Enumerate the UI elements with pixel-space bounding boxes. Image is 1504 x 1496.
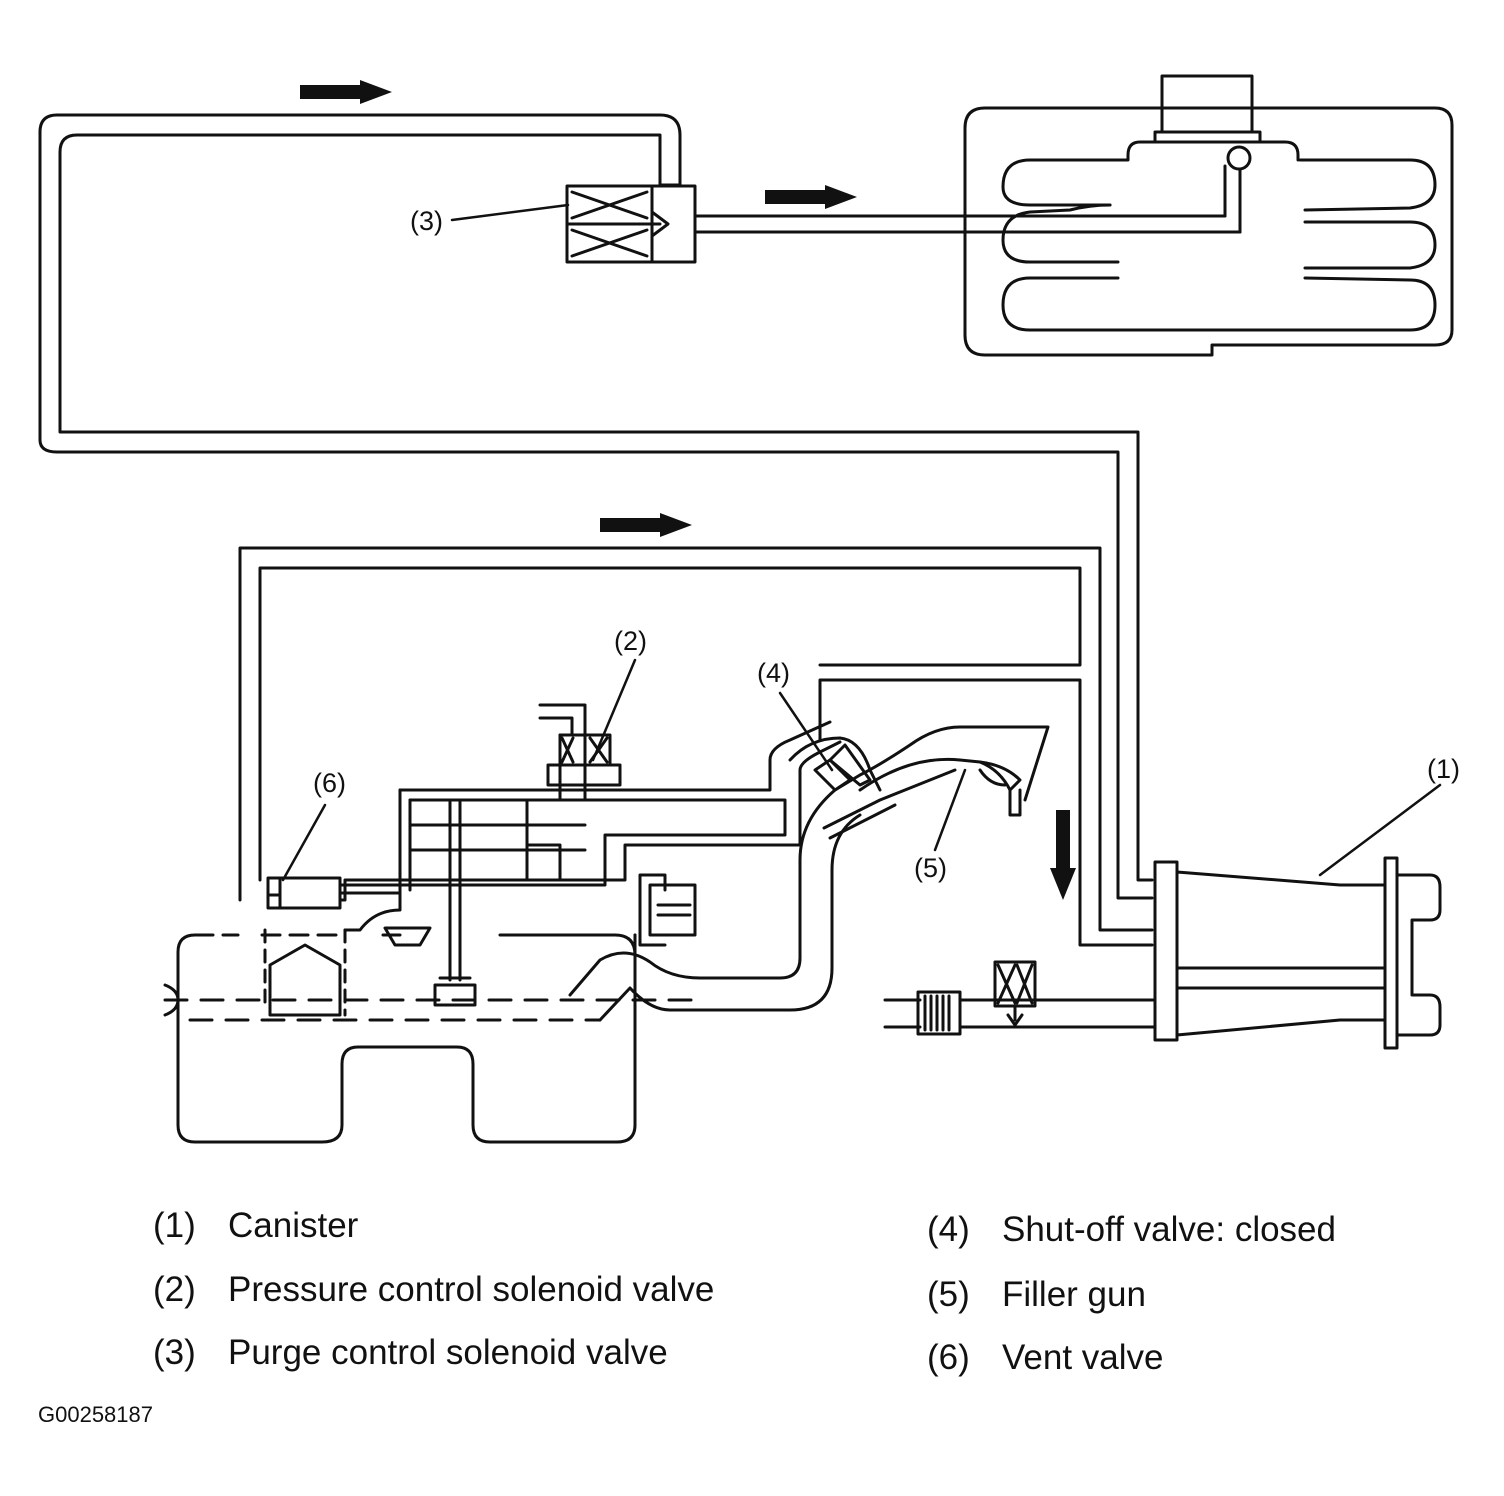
legend-num: (1)	[153, 1206, 196, 1245]
tank-piping	[338, 720, 842, 1007]
pressure-control-solenoid-valve	[538, 703, 622, 802]
legend-item-3: (3) Purge control solenoid valve	[153, 1335, 668, 1370]
callout-5: (5)	[914, 853, 947, 883]
legend-label: Canister	[228, 1206, 359, 1245]
flow-arrow-top	[300, 80, 392, 104]
legend-label: Vent valve	[1002, 1338, 1164, 1377]
legend-label: Pressure control solenoid valve	[228, 1270, 715, 1309]
legend-num: (6)	[927, 1338, 970, 1377]
filler-neck	[568, 725, 1050, 1022]
legend-item-2: (2) Pressure control solenoid valve	[153, 1272, 714, 1307]
leader-line-5	[933, 768, 967, 852]
leader-line-2	[591, 658, 637, 762]
callout-6: (6)	[313, 768, 346, 798]
vapor-line	[238, 546, 1154, 947]
flow-arrows	[300, 80, 1076, 900]
callout-2: (2)	[614, 626, 647, 656]
figure-code: G00258187	[38, 1402, 153, 1427]
vent-valve	[266, 876, 400, 910]
flow-arrow-down	[1050, 810, 1076, 900]
leader-lines	[281, 203, 1442, 882]
legend-item-1: (1) Canister	[153, 1208, 358, 1243]
filler-gun	[858, 757, 1022, 817]
legend-num: (4)	[927, 1210, 970, 1249]
leader-line-1	[1318, 783, 1442, 877]
legend-item-5: (5) Filler gun	[927, 1277, 1146, 1312]
engine-intake	[963, 74, 1454, 357]
canister	[1153, 856, 1442, 1050]
flow-arrow-vent	[600, 513, 692, 537]
legend-label: Purge control solenoid valve	[228, 1333, 668, 1372]
legend-item-6: (6) Vent valve	[927, 1340, 1164, 1375]
legend-num: (3)	[153, 1333, 196, 1372]
legend-num: (2)	[153, 1270, 196, 1309]
callout-1: (1)	[1427, 754, 1460, 784]
leader-line-6	[281, 803, 327, 882]
fuel-tank	[163, 873, 702, 1144]
legend-item-4: (4) Shut-off valve: closed	[927, 1212, 1336, 1247]
flow-arrow-intake	[765, 185, 857, 209]
drain-line	[883, 960, 1157, 1036]
callout-4: (4)	[757, 658, 790, 688]
shut-off-valve	[788, 736, 957, 840]
purge-line	[38, 113, 1154, 900]
legend-label: Filler gun	[1002, 1275, 1146, 1314]
legend-label: Shut-off valve: closed	[1002, 1210, 1336, 1249]
callout-3: (3)	[410, 206, 443, 236]
leader-line-3	[450, 203, 570, 222]
purge-control-solenoid-valve	[565, 184, 1242, 264]
legend-num: (5)	[927, 1275, 970, 1314]
leader-line-4	[778, 691, 834, 772]
